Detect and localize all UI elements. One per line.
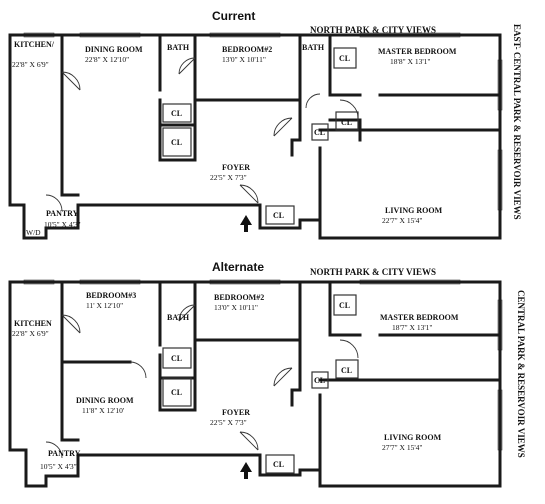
door	[273, 367, 293, 387]
closet	[333, 47, 357, 69]
door	[339, 339, 359, 359]
pantry-label: PANTRY	[48, 449, 81, 458]
pantry-dim: 10'5" X 4'3"	[40, 462, 77, 471]
current-title: Current	[212, 9, 255, 23]
closet-label: CL	[273, 460, 284, 469]
alternate-title: Alternate	[212, 260, 264, 274]
closet	[311, 371, 329, 389]
door	[129, 361, 147, 379]
door	[61, 314, 81, 334]
wall	[290, 280, 302, 407]
bedroom3-label: BEDROOM#3	[86, 291, 136, 300]
closet	[162, 103, 192, 123]
bedroom2-label: BEDROOM#2	[214, 293, 264, 302]
current-view-side: EAST- CENTRAL PARK & RESERVOIR VIEWS	[512, 24, 522, 220]
current-plan: Current NORTH PARK & CITY VIEWS EAST- CE…	[8, 9, 522, 240]
closet-label: CL	[341, 118, 352, 127]
wd-label: W/D	[26, 228, 41, 237]
closet-label: CL	[314, 376, 325, 385]
foyer-label: FOYER	[222, 408, 250, 417]
bedroom2-label: BEDROOM#2	[222, 45, 272, 54]
pantry-dim: 10'5" X 4'3"	[44, 220, 81, 229]
door	[239, 431, 259, 451]
closet	[335, 111, 359, 131]
closet	[311, 123, 329, 141]
door	[45, 441, 63, 459]
master-label: MASTER BEDROOM	[380, 313, 459, 322]
dining-label: DINING ROOM	[76, 396, 134, 405]
kitchen-label: KITCHEN	[14, 319, 52, 328]
closet-label: CL	[341, 366, 352, 375]
wall	[290, 33, 302, 157]
closet	[265, 205, 295, 225]
closet	[162, 377, 192, 407]
closet-label: CL	[314, 128, 325, 137]
wall	[328, 280, 362, 337]
living-dim: 22'7" X 15'4"	[382, 216, 423, 225]
closet-label: CL	[273, 211, 284, 220]
current-view-top: NORTH PARK & CITY VIEWS	[310, 25, 436, 35]
pantry-label: PANTRY	[46, 209, 79, 218]
foyer-label: FOYER	[222, 163, 250, 172]
closet	[265, 454, 295, 474]
dining-dim: 11'8" X 12'10'	[82, 406, 125, 415]
living-label: LIVING ROOM	[384, 433, 442, 442]
wall	[158, 33, 197, 162]
door	[273, 117, 293, 137]
closet-label: CL	[171, 138, 182, 147]
master-dim: 18'8" X 13'1"	[390, 57, 431, 66]
closet-label: CL	[339, 301, 350, 310]
entry-arrow-icon	[240, 215, 252, 232]
living-label: LIVING ROOM	[385, 206, 443, 215]
outer-walls	[8, 280, 502, 488]
closet-label: CL	[171, 354, 182, 363]
closet-label: CL	[171, 109, 182, 118]
wall	[328, 33, 362, 97]
door	[305, 93, 321, 109]
bath1-label: BATH	[167, 43, 190, 52]
alternate-view-top: NORTH PARK & CITY VIEWS	[310, 267, 436, 277]
wall	[328, 118, 362, 142]
dining-dim: 22'8" X 12'10"	[85, 55, 129, 64]
closet	[333, 294, 357, 316]
door	[239, 184, 259, 204]
master-label: MASTER BEDROOM	[378, 47, 457, 56]
bedroom2-dim: 13'0" X 10'11"	[222, 55, 266, 64]
dining-label: DINING ROOM	[85, 45, 143, 54]
living-dim: 27'7" X 15'4"	[382, 443, 423, 452]
door	[339, 99, 359, 119]
closet	[162, 347, 192, 369]
door	[178, 57, 196, 75]
alternate-view-side: CENTRAL PARK & RESERVOIR VIEWS	[516, 290, 526, 458]
bath-label: BATH	[167, 313, 190, 322]
closet	[335, 359, 359, 379]
entry-arrow-icon	[240, 462, 252, 479]
bedroom2-dim: 13'0" X 10'11"	[214, 303, 258, 312]
door	[178, 304, 196, 322]
foyer-dim: 22'5" X 7'3"	[210, 173, 247, 182]
wall	[158, 280, 197, 412]
kitchen-dim: 22'8" X 6'9"	[12, 329, 49, 338]
door	[61, 71, 81, 91]
bath2-label: BATH	[302, 43, 325, 52]
foyer-dim: 22'5" X 7'3"	[210, 418, 247, 427]
closet-label: CL	[171, 388, 182, 397]
alternate-plan: Alternate NORTH PARK & CITY VIEWS CENTRA…	[8, 260, 526, 488]
closet-label: CL	[339, 54, 350, 63]
door	[45, 194, 63, 212]
kitchen-label: KITCHEN/	[14, 40, 55, 49]
bedroom3-dim: 11' X 12'10"	[86, 301, 123, 310]
master-dim: 18'7" X 13'1"	[392, 323, 433, 332]
kitchen-dim: 22'8" X 6'9"	[12, 60, 49, 69]
closet	[162, 127, 192, 157]
outer-walls	[8, 33, 502, 240]
